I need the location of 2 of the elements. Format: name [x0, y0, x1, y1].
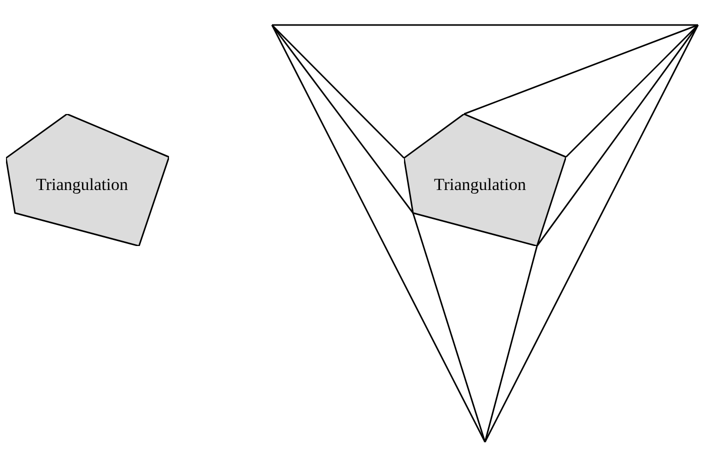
node-label: Triangulation [36, 175, 128, 195]
node-label: Triangulation [434, 175, 526, 195]
